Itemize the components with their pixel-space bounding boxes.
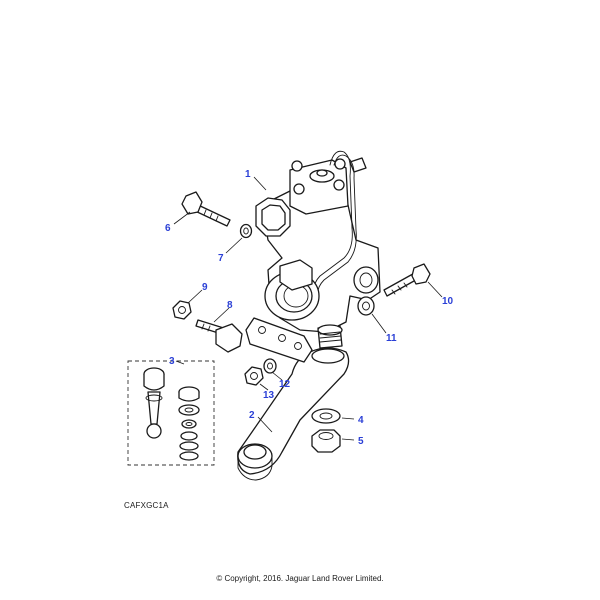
kit-outline-box (127, 360, 215, 466)
callout-labels: 1 2 3 4 5 6 7 8 9 10 11 12 13 (165, 169, 454, 447)
drop-arm (237, 347, 350, 481)
diagram-reference-code: CAFXGC1A (124, 501, 169, 510)
callout-12: 12 (279, 379, 291, 390)
callout-1: 1 (245, 169, 251, 180)
bolt-part-8 (195, 319, 243, 353)
callout-2: 2 (249, 410, 255, 421)
bolt-part-10 (383, 263, 431, 297)
leader-lines (173, 176, 443, 441)
bolt-part-6 (181, 191, 231, 227)
copyright-notice: © Copyright, 2016. Jaguar Land Rover Lim… (216, 574, 384, 583)
nut-part-5 (311, 429, 341, 453)
callout-7: 7 (218, 253, 224, 264)
washer-part-7 (239, 223, 253, 239)
ball-joint-kit-part-3 (127, 360, 215, 466)
callout-3: 3 (169, 356, 175, 367)
washer-part-4 (311, 408, 341, 424)
steering-box-assembly (255, 150, 381, 349)
callout-11: 11 (386, 333, 397, 344)
nut-part-9 (172, 300, 192, 320)
callout-9: 9 (202, 282, 208, 293)
washer-part-12 (263, 358, 277, 374)
callout-5: 5 (358, 436, 364, 447)
callout-13: 13 (263, 390, 275, 401)
callout-10: 10 (442, 296, 454, 307)
nut-part-13 (244, 366, 264, 386)
washer-part-11 (357, 296, 375, 316)
callout-6: 6 (165, 223, 171, 234)
callout-8: 8 (227, 300, 233, 311)
callout-4: 4 (358, 415, 364, 426)
link-bracket (245, 317, 313, 363)
